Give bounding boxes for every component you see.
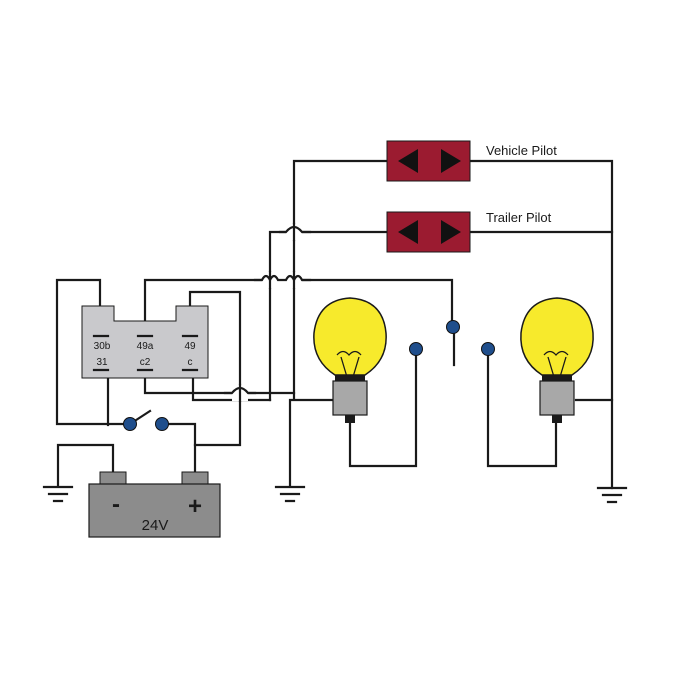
pin-49-label: 49 xyxy=(184,341,196,352)
pin-c2-label: c2 xyxy=(140,357,151,368)
wire-49-loop xyxy=(188,290,242,474)
wire-battery-negative xyxy=(56,443,115,488)
right-lamp-switch-contact xyxy=(481,342,495,356)
pin-c-label: c xyxy=(188,357,193,368)
wire-crossovers xyxy=(223,222,312,403)
vehicle-pilot-label: Vehicle Pilot xyxy=(486,143,557,158)
pin-31-label: 31 xyxy=(96,357,108,368)
wire-right-lamp-feed xyxy=(486,348,558,468)
ground-icon-left-lamp xyxy=(274,485,306,503)
trailer-pilot-label: Trailer Pilot xyxy=(486,210,552,225)
right-arrow-icon xyxy=(441,149,461,173)
battery: - + 24V xyxy=(88,471,221,538)
right-arrow-icon xyxy=(441,220,461,244)
flasher-relay: 30b 49a 49 31 c2 c xyxy=(81,305,209,379)
main-switch-contact-left xyxy=(123,417,137,431)
left-bulb-icon xyxy=(313,297,387,423)
left-arrow-icon xyxy=(398,149,418,173)
switch-contacts xyxy=(123,320,495,431)
wire-30b-left-bus xyxy=(55,278,132,426)
left-arrow-icon xyxy=(398,220,418,244)
left-lamp-switch-contact xyxy=(409,342,423,356)
pin-30b-label: 30b xyxy=(94,341,111,352)
pin-49a-label: 49a xyxy=(137,341,154,352)
trailer-pilot-indicator xyxy=(386,211,471,253)
battery-voltage-label: 24V xyxy=(142,517,169,534)
ground-icon-battery xyxy=(42,485,74,503)
wire-trailer-pilot xyxy=(268,230,614,402)
vehicle-pilot-indicator xyxy=(386,140,471,182)
battery-negative-sign: - xyxy=(112,491,120,518)
flasher-switch-contact xyxy=(446,320,460,334)
battery-positive-sign: + xyxy=(188,493,202,520)
ground-icon-right xyxy=(596,486,628,504)
main-switch-contact-right xyxy=(155,417,169,431)
wire-left-lamp-feed xyxy=(348,348,418,468)
wire-left-lamp-ground xyxy=(288,398,341,488)
right-bulb-icon xyxy=(520,297,594,423)
wire-vehicle-pilot xyxy=(292,159,614,490)
